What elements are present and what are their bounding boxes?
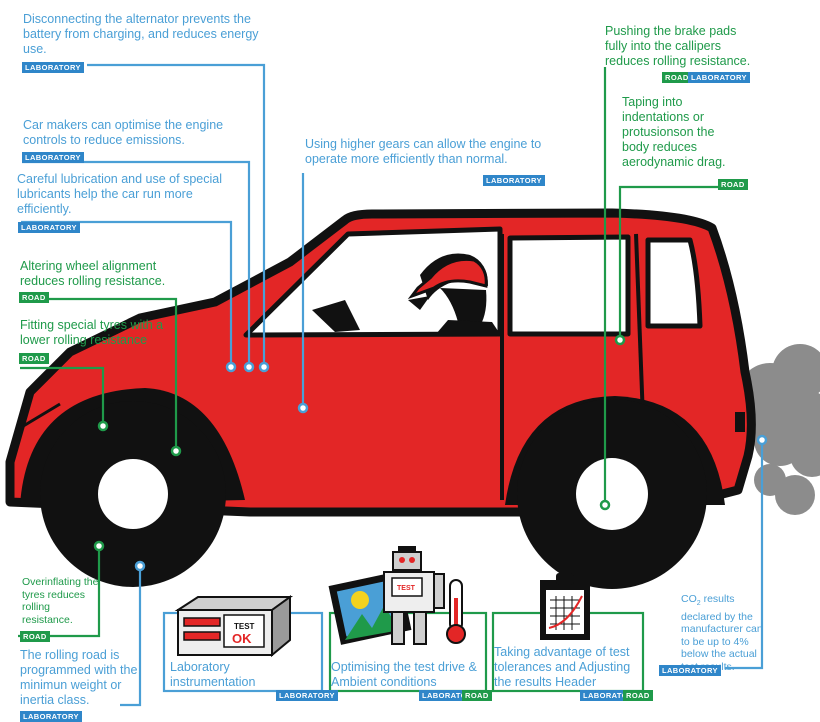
connector-lines-laboratory (21, 63, 764, 707)
rear-wheel (517, 399, 707, 589)
badge-laboratory: LABORATORY (419, 690, 481, 701)
badge-road: ROAD (623, 690, 653, 701)
badge-laboratory: LABORATORY (276, 690, 338, 701)
annotation-special-tyres: Fitting special tyres with a lower rolli… (20, 318, 164, 347)
annotation-wheel-alignment: Altering wheel alignment reduces rolling… (20, 259, 166, 288)
thermometer-icon (446, 579, 466, 644)
test-drive-label: Optimising the test drive & Ambient cond… (331, 660, 477, 689)
display-line1: TEST (234, 622, 255, 631)
badge-road: ROAD (462, 690, 492, 701)
driver-cap (407, 257, 488, 300)
front-wheel (40, 401, 226, 587)
robot-sign-text: TEST (397, 585, 416, 592)
annotation-alternator: Disconnecting the alternator prevents th… (23, 12, 259, 56)
badge-laboratory: LABORATORY (22, 62, 84, 73)
badge-laboratory: LABORATORY (22, 152, 84, 163)
badge-laboratory: LABORATORY (20, 711, 82, 722)
badge-road: ROAD (19, 292, 49, 303)
badge-road: ROAD (662, 72, 692, 83)
annotation-taping: Taping into indentations or protusionson… (622, 95, 726, 169)
annotation-lubrication: Careful lubrication and use of special l… (17, 172, 222, 216)
tolerances-label: Taking advantage of test tolerances and … (494, 645, 631, 689)
badge-road: ROAD (718, 179, 748, 190)
annotation-brake-pads: Pushing the brake pads fully into the ca… (605, 24, 751, 68)
display-line2: OK (232, 631, 252, 646)
badge-laboratory: LABORATORY (688, 72, 750, 83)
instrumentation-label: Laboratory instrumentation (170, 660, 256, 689)
badge-laboratory: LABORATORY (18, 222, 80, 233)
connector-dots-road (93, 334, 626, 552)
badge-road: ROAD (20, 631, 50, 642)
annotation-co2-results: CO2 results declared by the manufacturer… (681, 593, 763, 673)
test-instrument-icon: TEST OK (174, 595, 294, 658)
annotation-overinflating: Overinflating the tyres reduces rolling … (22, 576, 99, 626)
annotation-rolling-road: The rolling road is programmed with the … (20, 648, 138, 707)
clipboard-chart-icon (540, 573, 590, 640)
badge-laboratory: LABORATORY (580, 690, 642, 701)
connector-dots-laboratory (134, 361, 768, 572)
annotation-engine-controls: Car makers can optimise the engine contr… (23, 118, 224, 147)
annotation-higher-gears: Using higher gears can allow the engine … (305, 137, 542, 166)
badge-laboratory: LABORATORY (483, 175, 545, 186)
badge-road: ROAD (19, 353, 49, 364)
connector-lines-road (18, 67, 745, 638)
badge-laboratory: LABORATORY (659, 665, 721, 676)
robot-icon: TEST (383, 546, 445, 645)
